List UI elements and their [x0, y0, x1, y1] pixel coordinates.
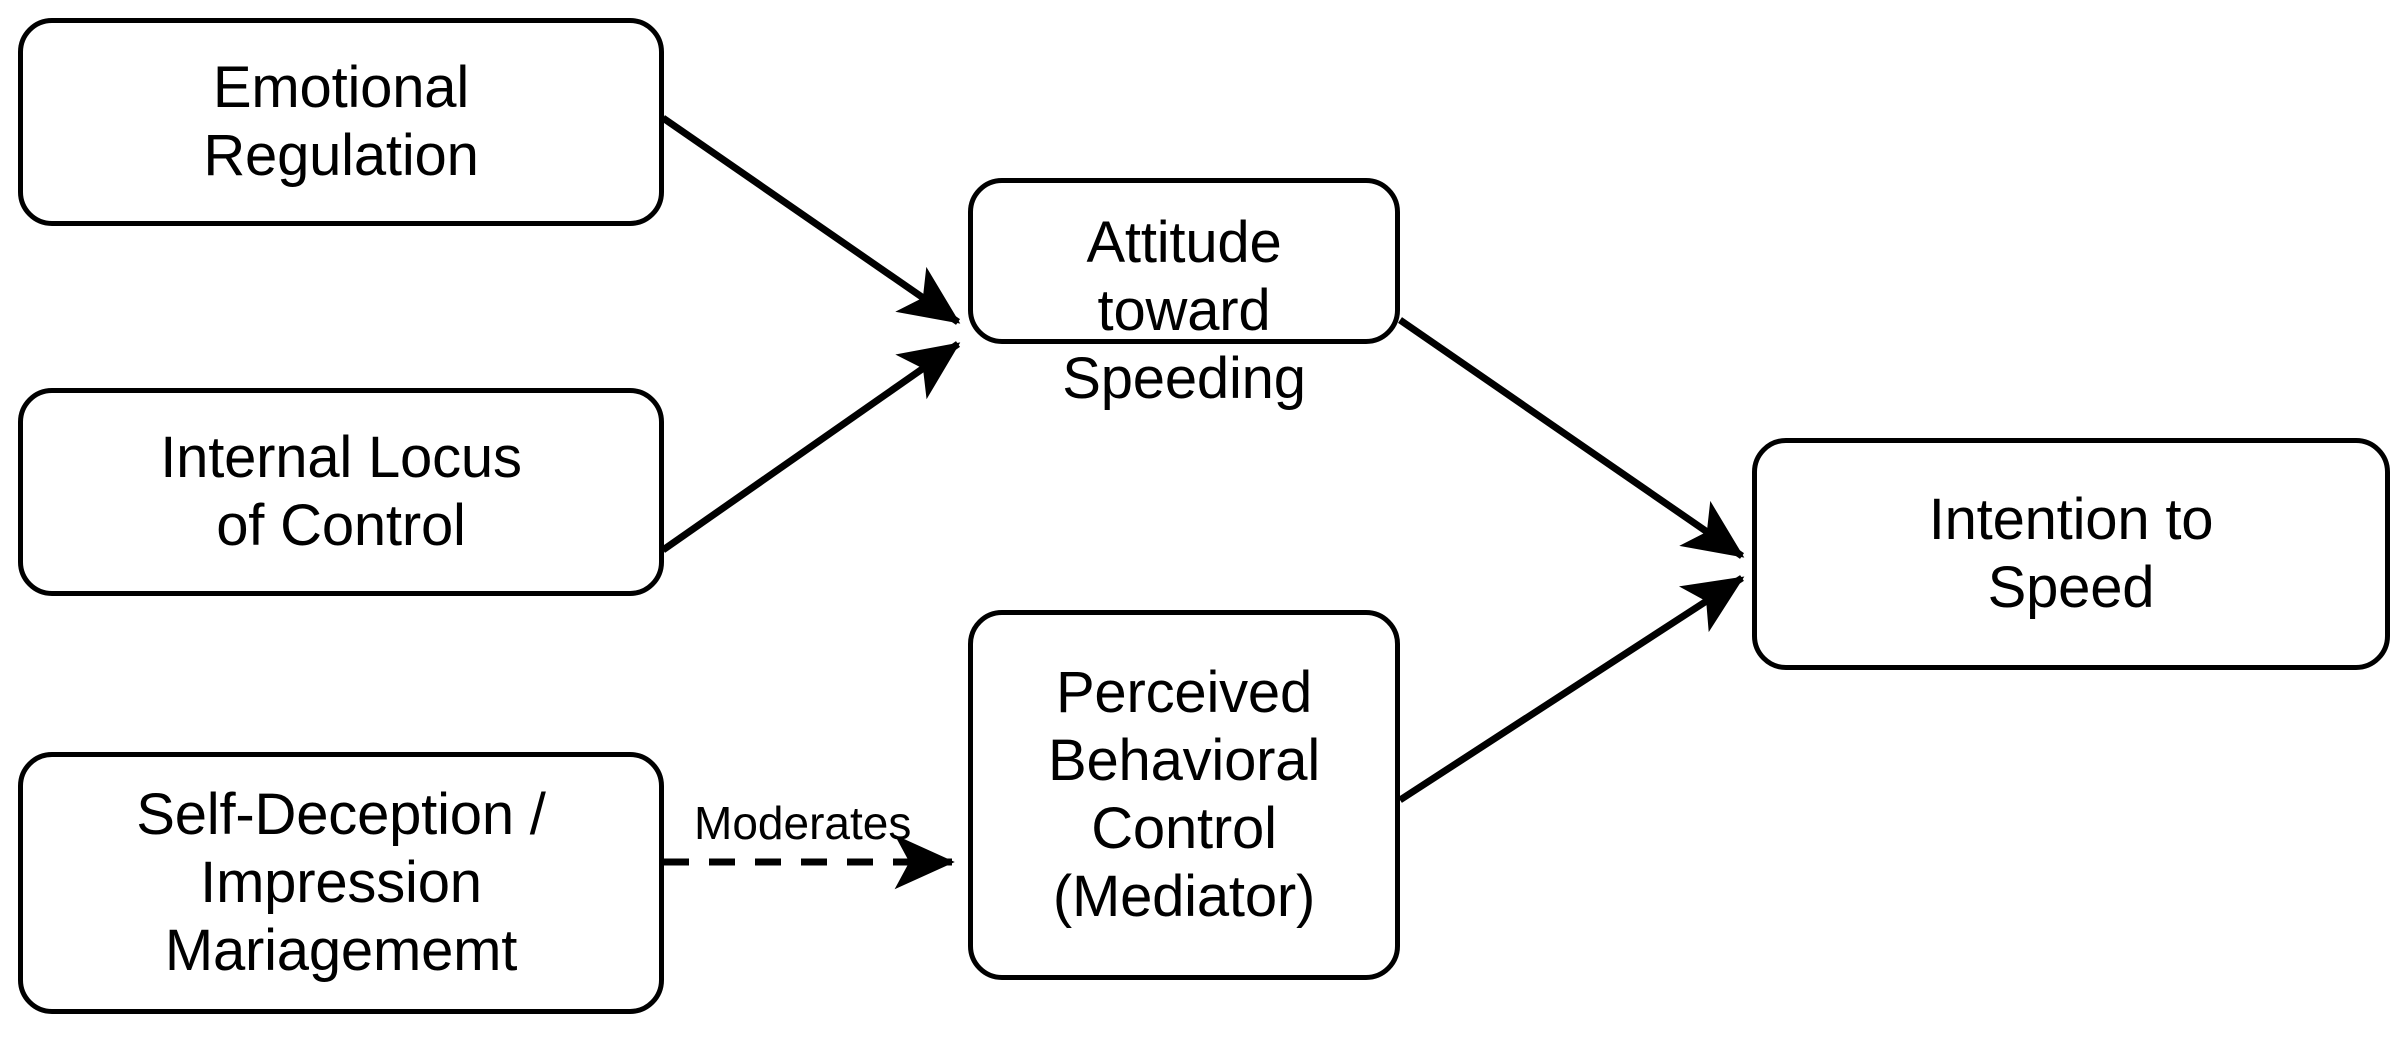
node-attitude-toward-speeding-label: Attitude toward Speeding	[1062, 210, 1306, 411]
edge-internal-locus-to-attitude	[660, 341, 961, 553]
edge-pbc-to-intention	[1398, 575, 1745, 803]
node-attitude-toward-speeding[interactable]: Attitude toward Speeding	[968, 178, 1400, 411]
node-perceived-behavioral-control-label: Perceived Behavioral Control (Mediator)	[1047, 660, 1321, 929]
node-internal-locus-of-control[interactable]: Internal Locus of Control	[18, 388, 664, 596]
node-perceived-behavioral-control[interactable]: Perceived Behavioral Control (Mediator)	[968, 610, 1400, 980]
node-intention-to-speed-label: Intention to Speed	[1928, 487, 2214, 620]
node-emotional-regulation-label: Emotional Regulation	[203, 55, 479, 188]
node-internal-locus-of-control-label: Internal Locus of Control	[160, 425, 522, 558]
node-intention-to-speed[interactable]: Intention to Speed	[1752, 438, 2390, 670]
node-self-deception-impression-mariagememt-label: Self-Deception / Impression Mariagememt	[136, 782, 546, 983]
edge-label-moderates: Moderates	[694, 797, 912, 849]
edge-attitude-to-intention	[1398, 317, 1745, 559]
node-self-deception-impression-mariagememt[interactable]: Self-Deception / Impression Mariagememt	[18, 752, 664, 1014]
edge-emotional-regulation-to-attitude	[661, 115, 961, 325]
node-emotional-regulation[interactable]: Emotional Regulation	[18, 18, 664, 226]
